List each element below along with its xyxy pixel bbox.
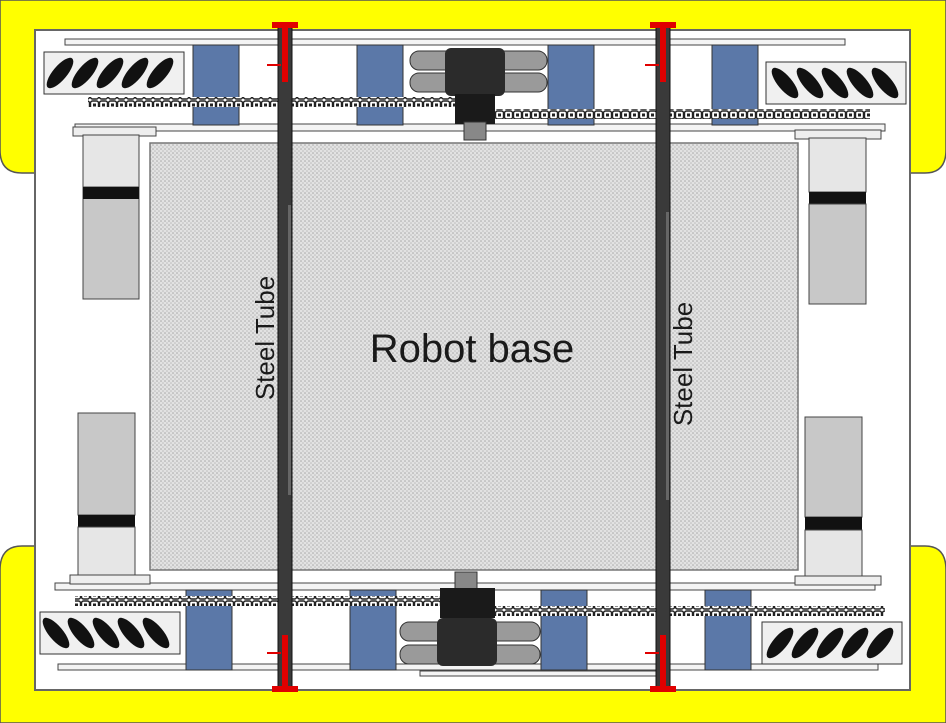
motor-top-right bbox=[794, 129, 882, 305]
motor-top-left bbox=[72, 126, 157, 300]
gear-assembly-bottom bbox=[399, 571, 541, 666]
chain-bottom bbox=[75, 596, 885, 616]
motor-bottom-left bbox=[69, 412, 151, 585]
steel-tube-label-left: Steel Tube bbox=[250, 276, 280, 400]
mecanum-wheel-top-right bbox=[765, 61, 907, 105]
steel-tube-left bbox=[277, 24, 293, 690]
tube-end-markers bbox=[267, 22, 676, 692]
robot-base bbox=[149, 142, 799, 571]
steel-tube-label-right: Steel Tube bbox=[668, 302, 698, 426]
mecanum-wheel-bottom-right bbox=[761, 621, 903, 665]
robot-base-label: Robot base bbox=[370, 327, 575, 371]
gear-assembly-top bbox=[409, 48, 548, 141]
mecanum-wheel-bottom-left bbox=[39, 611, 181, 655]
mecanum-wheel-top-left bbox=[42, 51, 185, 95]
motor-bottom-right bbox=[794, 416, 882, 586]
